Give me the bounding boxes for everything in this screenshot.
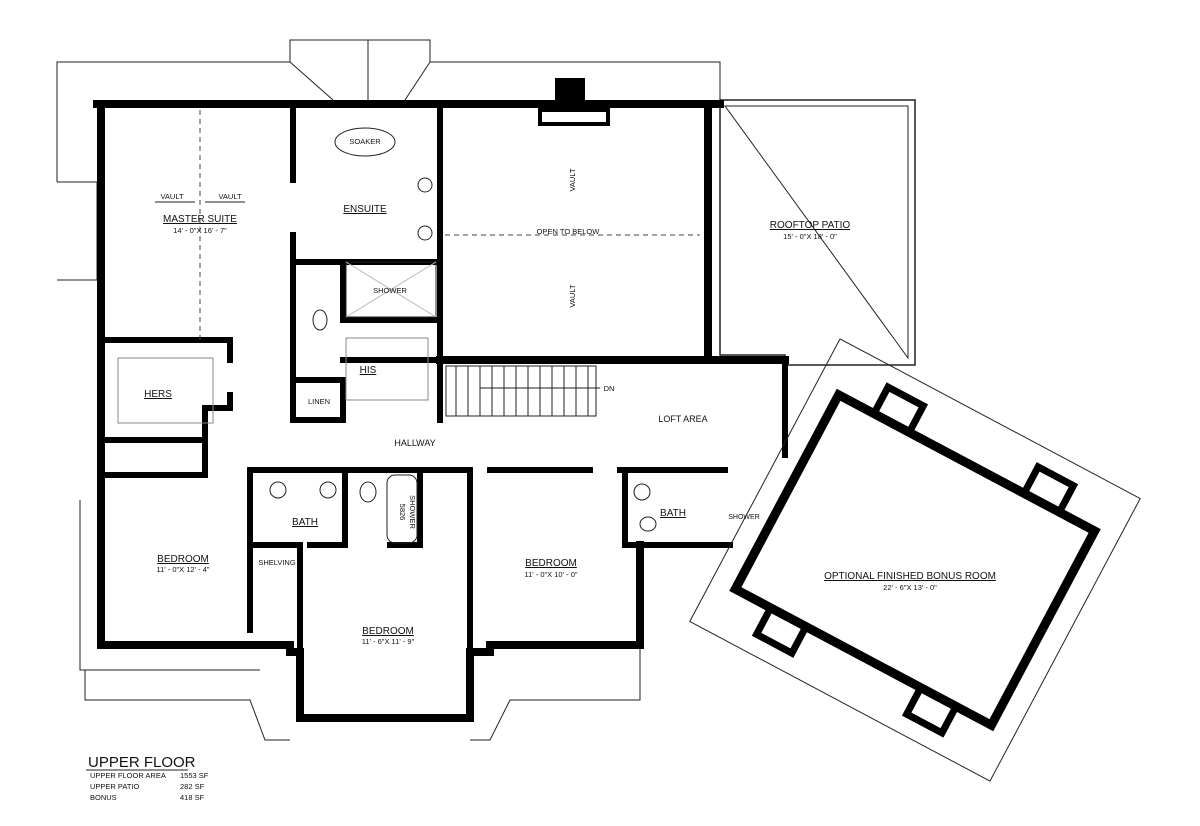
room-labels: VAULT VAULT MASTER SUITE 14' - 0"X 16' -… <box>144 137 996 646</box>
shelving-label: SHELVING <box>258 558 296 567</box>
bedroom-dims: 11' - 0"X 12' - 4" <box>156 565 209 574</box>
fixtures <box>117 78 657 544</box>
bath-label: BATH <box>660 508 686 519</box>
shower-label: SHOWER <box>408 495 417 529</box>
bonus-room-dims: 22' - 6"X 13' - 0" <box>883 583 937 592</box>
vault-label: VAULT <box>218 192 241 201</box>
area-label: BONUS <box>90 793 117 802</box>
shower-label: SHOWER <box>373 286 407 295</box>
vault-label: VAULT <box>568 284 577 307</box>
exterior-walls <box>93 100 789 722</box>
area-legend: UPPER FLOOR UPPER FLOOR AREA 1553 SF UPP… <box>86 754 209 802</box>
loft-area-label: LOFT AREA <box>658 414 707 424</box>
bedroom-label: BEDROOM <box>362 626 414 637</box>
bath-label: BATH <box>292 517 318 528</box>
area-value: 1553 SF <box>180 771 209 780</box>
area-value: 282 SF <box>180 782 205 791</box>
bonus-room-walls <box>689 338 1141 782</box>
area-label: UPPER PATIO <box>90 782 139 791</box>
bedroom-dims: 11' - 0"X 10' - 0" <box>524 570 577 579</box>
shower-size-label: 5826 <box>398 504 407 521</box>
roof-outlines <box>56 39 721 741</box>
bedroom-dims: 11' - 6"X 11' - 9" <box>362 637 415 646</box>
vault-label: VAULT <box>160 192 183 201</box>
shower-label: SHOWER <box>728 514 760 521</box>
area-value: 418 SF <box>180 793 205 802</box>
linen-label: LINEN <box>308 397 330 406</box>
stairs-down-label: DN <box>604 384 615 393</box>
hallway-label: HALLWAY <box>394 438 435 448</box>
vault-label: VAULT <box>568 168 577 191</box>
legend-title: UPPER FLOOR <box>88 754 196 771</box>
bonus-room-label: OPTIONAL FINISHED BONUS ROOM <box>824 571 996 582</box>
soaker-label: SOAKER <box>349 137 381 146</box>
open-to-below-label: OPEN TO BELOW <box>537 227 601 236</box>
master-suite-dims: 14' - 0"X 16' - 7" <box>173 226 227 235</box>
vault-lines <box>155 110 700 340</box>
rooftop-patio-label: ROOFTOP PATIO <box>770 220 851 231</box>
bedroom-label: BEDROOM <box>157 554 209 565</box>
area-label: UPPER FLOOR AREA <box>90 771 166 780</box>
bedroom-label: BEDROOM <box>525 558 577 569</box>
ensuite-label: ENSUITE <box>343 204 387 215</box>
rooftop-patio-dims: 15' - 0"X 18' - 0" <box>783 232 837 241</box>
hers-closet-label: HERS <box>144 389 172 400</box>
master-suite-label: MASTER SUITE <box>163 214 237 225</box>
interior-walls <box>98 105 788 648</box>
his-closet-label: HIS <box>360 365 377 376</box>
